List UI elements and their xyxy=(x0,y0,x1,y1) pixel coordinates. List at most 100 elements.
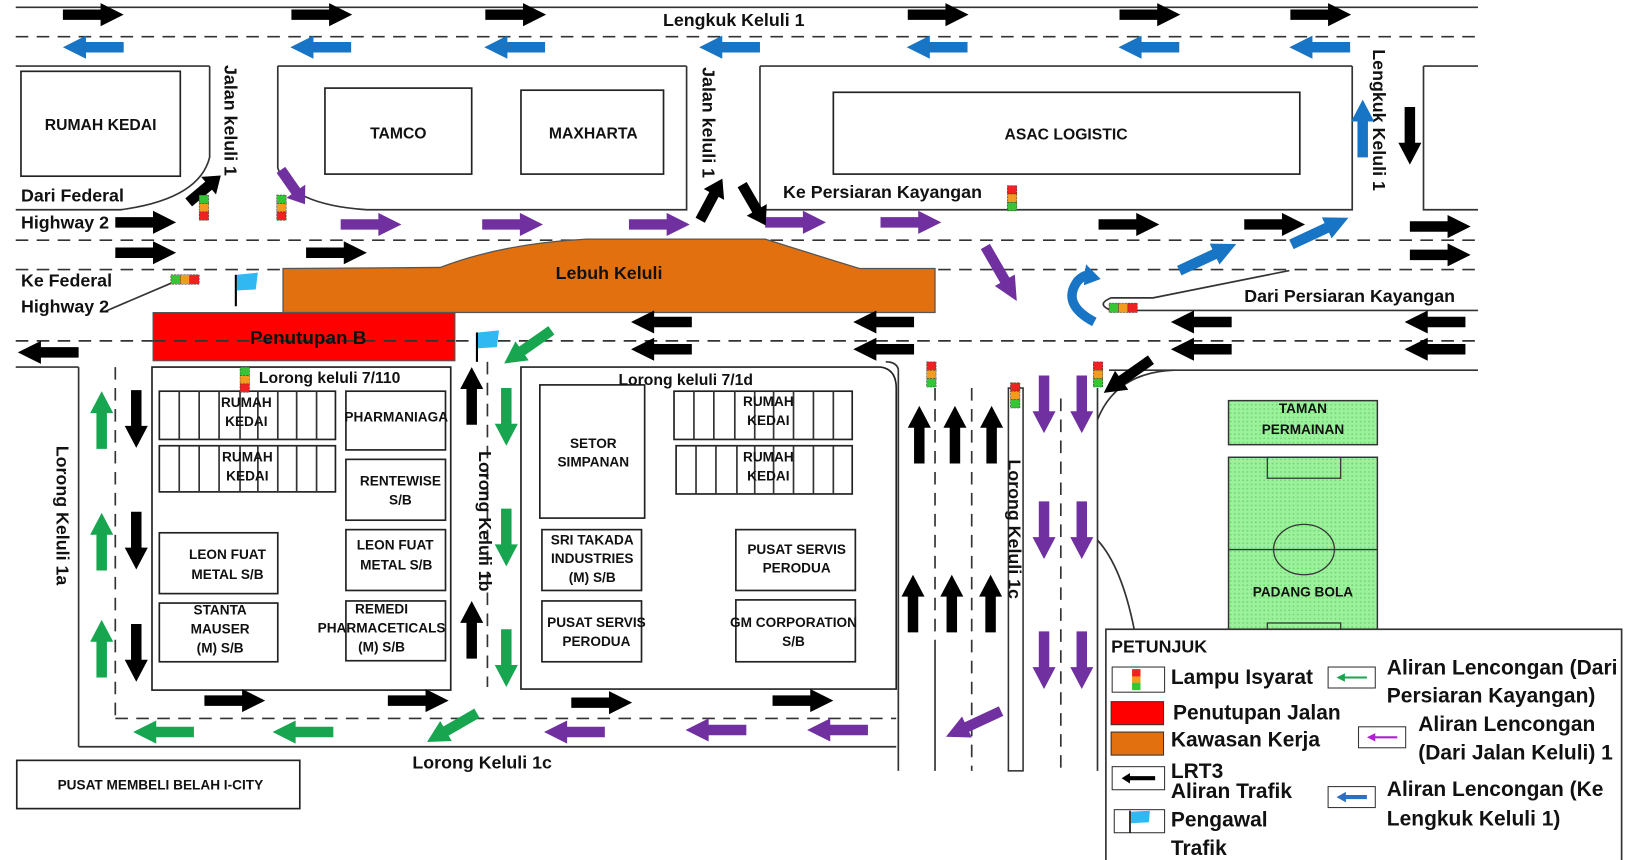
traffic-arrow-icon xyxy=(979,574,1003,633)
traffic-arrow-icon xyxy=(1118,35,1180,59)
traffic-arrow-icon xyxy=(685,718,747,742)
asac-label: ASAC LOGISTIC xyxy=(1004,126,1127,143)
leon-fuat-1-label-2: METAL S/B xyxy=(191,567,263,582)
legend-lrt3: LRT3 xyxy=(1171,760,1223,783)
building-asac-logistic xyxy=(832,91,1301,175)
traffic-arrow-icon xyxy=(272,720,334,744)
road-name-lorong-keluli-1c-vertical: Lorong Keluli 1c xyxy=(1004,459,1024,599)
sri-takada-label: SRI TAKADA xyxy=(551,532,634,547)
traffic-arrow-icon xyxy=(628,212,690,236)
road-name-lengkuk-keluli-1: Lengkuk Keluli 1 xyxy=(663,10,805,30)
traffic-arrow-icon xyxy=(1404,310,1466,334)
leon-fuat-2-label-2: METAL S/B xyxy=(360,557,432,572)
traffic-arrow-icon xyxy=(90,512,114,571)
road-name-jalan-keluli-1-mid: Jalan keluli 1 xyxy=(698,67,718,178)
legend-blue-line1: Aliran Lencongan (Ke xyxy=(1387,778,1604,801)
label-ke-persiaran: Ke Persiaran Kayangan xyxy=(783,182,982,202)
closure-label: Penutupan B xyxy=(250,327,366,348)
traffic-arrow-icon xyxy=(945,706,1004,738)
building-i-city xyxy=(15,759,301,810)
traffic-light-icon xyxy=(1108,302,1138,313)
traffic-arrow-icon xyxy=(124,624,148,682)
legend-green-line1: Aliran Lencongan (Dari xyxy=(1387,656,1618,679)
u-turn-arrowhead-icon xyxy=(1083,264,1101,286)
traffic-arrow-icon xyxy=(940,574,964,633)
rentewise-label-2: S/B xyxy=(389,492,412,507)
traffic-arrow-icon xyxy=(1404,337,1466,361)
traffic-arrow-icon xyxy=(699,35,760,59)
road-name-jalan-keluli-1-left: Jalan keluli 1 xyxy=(220,65,240,176)
traffic-arrow-icon xyxy=(1290,3,1352,27)
sri-takada-label-2: INDUSTRIES xyxy=(551,551,633,566)
building-maxharta xyxy=(520,89,665,175)
road-name-lorong-7-1d: Lorong keluli 7/1d xyxy=(618,372,752,389)
rumah-kedai-4-label: RUMAH xyxy=(743,449,794,464)
traffic-arrow-icon xyxy=(90,619,114,678)
road-name-lorong-keluli-1a: Lorong Keluli 1a xyxy=(53,446,73,587)
padang-bola-field xyxy=(1227,456,1379,645)
taman-permainan xyxy=(1227,399,1379,446)
pusat-servis-1-label-2: PERODUA xyxy=(562,634,630,649)
rumah-kedai-3-label: RUMAH xyxy=(743,394,794,409)
taman-label: TAMAN xyxy=(1279,401,1327,416)
legend-penutupan-jalan: Penutupan Jalan xyxy=(1173,701,1341,724)
building-leon-fuat-1 xyxy=(158,531,279,595)
traffic-arrow-icon xyxy=(291,3,353,27)
rumah-kedai-1-label: RUMAH xyxy=(221,395,272,410)
stanta-label-3: (M) S/B xyxy=(197,640,244,655)
road-name-lengkuk-keluli-1-right: Lengkuk Keluli 1 xyxy=(1369,49,1389,191)
building-stanta-mauser xyxy=(158,602,279,663)
building-rentewise xyxy=(345,458,447,522)
pharmaniaga-label: PHARMANIAGA xyxy=(344,410,448,425)
traffic-arrow-icon xyxy=(1032,501,1056,559)
traffic-arrow-icon xyxy=(980,405,1004,464)
traffic-arrow-icon xyxy=(1289,35,1351,59)
traffic-arrow-icon xyxy=(62,35,124,59)
traffic-arrow-icon xyxy=(17,340,79,364)
legend-blue-line2: Lengkuk Keluli 1) xyxy=(1387,807,1561,830)
traffic-arrow-icon xyxy=(853,310,915,334)
traffic-arrow-icon xyxy=(807,718,868,742)
traffic-arrow-icon xyxy=(906,35,968,59)
traffic-arrow-icon xyxy=(1170,337,1232,361)
legend-purple-line2: (Dari Jalan Keluli) 1 xyxy=(1418,741,1613,764)
traffic-arrow-icon xyxy=(185,175,221,207)
traffic-arrow-icon xyxy=(124,390,148,448)
flag-icon xyxy=(234,272,258,307)
sri-takada-label-3: (M) S/B xyxy=(569,570,616,585)
traffic-arrow-icon xyxy=(631,310,692,334)
traffic-arrows xyxy=(17,3,1471,744)
traffic-arrow-icon xyxy=(1409,215,1471,239)
traffic-arrow-icon xyxy=(276,166,306,205)
road-lines xyxy=(15,6,1479,772)
rumah-kedai-1-label-2: KEDAI xyxy=(225,414,267,429)
legend-trafik: Trafik xyxy=(1171,837,1227,860)
traffic-arrow-icon xyxy=(901,574,925,633)
gm-corporation-label: GM CORPORATION xyxy=(730,615,857,630)
traffic-arrow-icon xyxy=(695,178,725,223)
traffic-arrow-icon xyxy=(907,405,931,464)
leon-fuat-1-label: LEON FUAT xyxy=(189,547,267,562)
traffic-arrow-icon xyxy=(1070,631,1094,690)
traffic-arrow-icon xyxy=(943,405,967,464)
traffic-arrow-icon xyxy=(571,691,633,715)
traffic-arrow-icon xyxy=(1103,355,1154,393)
setor-label: SETOR xyxy=(570,436,617,451)
traffic-light-icon xyxy=(239,366,250,393)
label-ke-federal-2: Highway 2 xyxy=(21,297,109,317)
work-zone-lebuh-keluli xyxy=(282,238,936,314)
rumah-kedai-4-label-2: KEDAI xyxy=(747,468,789,483)
stanta-label-2: MAUSER xyxy=(191,621,250,636)
building-leon-fuat-2 xyxy=(345,528,447,592)
traffic-arrow-icon xyxy=(482,212,543,236)
traffic-arrow-icon xyxy=(115,210,177,234)
purple-arrow-icon xyxy=(1366,733,1398,742)
rentewise-label: RENTEWISE xyxy=(360,474,441,489)
traffic-arrow-icon xyxy=(290,35,352,59)
traffic-arrow-icon xyxy=(1177,243,1237,276)
road-name-lorong-keluli-1c-bottom: Lorong Keluli 1c xyxy=(412,753,552,773)
traffic-arrow-icon xyxy=(494,629,518,687)
traffic-arrow-icon xyxy=(880,210,942,234)
building-remedi xyxy=(345,600,447,662)
